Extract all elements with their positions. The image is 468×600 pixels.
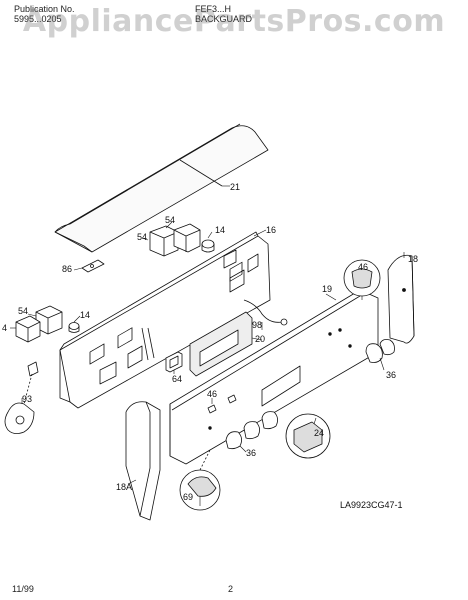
part-36-knobs-lower	[225, 411, 278, 450]
part-54-upper	[149, 223, 201, 257]
section-title: BACKGUARD	[195, 14, 253, 24]
publication-number: 5995...0205	[14, 14, 62, 24]
callout-54-mid: 54	[137, 232, 147, 242]
callout-69: 69	[183, 492, 193, 502]
part-16-backguard-frame	[59, 231, 271, 409]
callout-46-top: 46	[358, 262, 368, 272]
part-18-side-trim	[387, 254, 415, 344]
part-64-indicator	[165, 351, 183, 373]
callout-54-left: 54	[18, 306, 28, 316]
part-93-bracket	[4, 361, 39, 434]
callout-18: 18	[408, 254, 418, 264]
model-number: FEF3...H	[195, 4, 232, 14]
diagram-code: LA9923CG47-1	[340, 500, 403, 510]
part-14-left	[68, 322, 80, 333]
part-69-detail-circle	[179, 449, 221, 511]
part-20-clock-display	[189, 311, 253, 377]
callout-18a: 18A	[116, 482, 132, 492]
callout-98: 98	[252, 320, 262, 330]
callout-21: 21	[230, 182, 240, 192]
callout-93: 93	[22, 394, 32, 404]
part-4-switch	[15, 315, 41, 343]
part-21-top-trim	[54, 123, 269, 253]
callout-14-top: 14	[215, 225, 225, 235]
leader-lines	[10, 185, 405, 506]
part-46-detail-circle	[343, 259, 381, 297]
publication-label: Publication No.	[14, 4, 75, 14]
callout-86: 86	[62, 264, 72, 274]
part-54-left	[35, 305, 63, 335]
part-14-upper	[201, 239, 215, 253]
callout-54-top: 54	[165, 215, 175, 225]
callout-4: 4	[2, 323, 7, 333]
callout-24: 24	[314, 428, 324, 438]
callout-labels: 21 54 14 16 54 86 18 46 19 54 14 4 98 20…	[2, 182, 418, 502]
callout-46-lower: 46	[207, 389, 217, 399]
part-36-knobs-right	[365, 339, 395, 363]
callout-19: 19	[322, 284, 332, 294]
callout-20: 20	[255, 334, 265, 344]
callout-64: 64	[172, 374, 182, 384]
part-24-detail-circle	[285, 413, 331, 459]
footer-date: 11/99	[12, 584, 34, 594]
part-18a-side-trim	[125, 401, 161, 521]
callout-36-lower: 36	[246, 448, 256, 458]
watermark-logo: AppliancePartsPros.com	[22, 4, 446, 39]
footer-page-number: 2	[228, 584, 234, 594]
callout-16: 16	[266, 225, 276, 235]
part-86-connector	[81, 259, 105, 273]
part-46-lower	[207, 394, 237, 414]
callout-36-right: 36	[386, 370, 396, 380]
part-98-wire	[243, 299, 288, 326]
callout-14-left: 14	[80, 310, 90, 320]
